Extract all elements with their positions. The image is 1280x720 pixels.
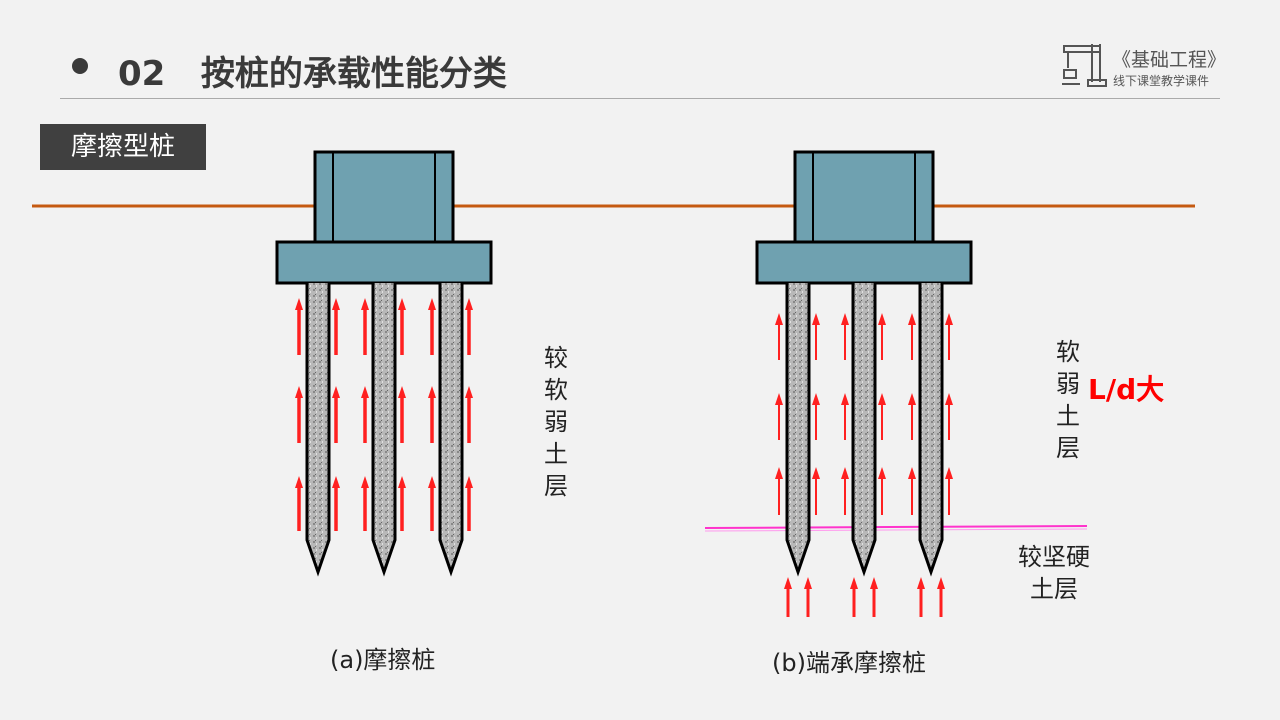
arrow-head [361,298,369,310]
pile-cap-column [793,150,935,246]
arrow-head [428,476,436,488]
arrow-head [332,298,340,310]
arrow-head [465,386,473,398]
ratio-label: L/d大 [1088,373,1165,406]
arrow-head [908,393,916,405]
arrow-head [428,298,436,310]
arrow-head [465,298,473,310]
pile [918,283,944,577]
divider [60,98,1220,99]
arrow-head [878,313,886,325]
arrow-head [775,393,783,405]
logo-title: 《基础工程》 [1112,49,1227,71]
soil-label-b: 软弱土层 [1056,338,1080,462]
arrow-head [908,467,916,479]
pile [371,283,397,577]
arrow-head [850,577,858,589]
arrow-head [945,467,953,479]
arrow-head [398,298,406,310]
arrow-head [361,386,369,398]
arrow-head [398,386,406,398]
hard-soil-label: 较坚硬土层 [1018,543,1090,603]
arrow-head [332,476,340,488]
arrow-head [428,386,436,398]
arrow-head [804,577,812,589]
arrow-head [812,393,820,405]
caption-a: (a)摩擦桩 [330,646,436,674]
hard-layer-boundary [704,525,1088,529]
arrow-head [398,476,406,488]
arrow-head [812,467,820,479]
logo-subtitle: 线下课堂教学课件 [1113,74,1210,88]
arrow-head [784,577,792,589]
caption-b: (b)端承摩擦桩 [772,649,926,677]
pile [785,283,811,577]
arrow-head [841,313,849,325]
arrow-head [878,393,886,405]
pile [305,283,331,577]
soil-label-a: 较软弱土层 [544,344,568,500]
pile-cap-base [275,240,493,285]
arrow-head [295,298,303,310]
pile [438,283,464,577]
arrow-head [465,476,473,488]
arrow-head [945,393,953,405]
arrow-head [775,467,783,479]
arrow-head [295,476,303,488]
section-tag: 摩擦型桩 [40,124,206,170]
arrow-head [812,313,820,325]
arrow-head [841,393,849,405]
arrow-head [332,386,340,398]
arrow-head [945,313,953,325]
bullet-icon [72,58,88,74]
page-title: 02 按桩的承载性能分类 [118,54,507,94]
arrow-head [361,476,369,488]
arrow-head [908,313,916,325]
arrow-head [775,313,783,325]
arrow-head [917,577,925,589]
pile-cap-base [755,240,973,285]
arrow-head [870,577,878,589]
arrow-head [295,386,303,398]
pile-cap-column [313,150,455,246]
arrow-head [878,467,886,479]
pile [851,283,877,577]
arrow-head [841,467,849,479]
crane-logo-icon [1062,44,1107,87]
arrow-head [937,577,945,589]
